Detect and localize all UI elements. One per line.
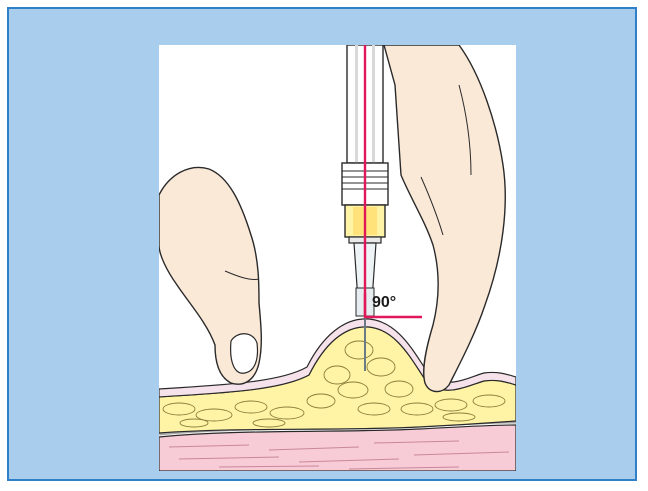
injection-illustration: 90° [159, 45, 516, 471]
angle-label: 90° [372, 294, 396, 311]
injection-diagram: 90° [159, 45, 516, 471]
figure-panel: 90° [7, 7, 637, 481]
thumb-nail [231, 334, 258, 373]
